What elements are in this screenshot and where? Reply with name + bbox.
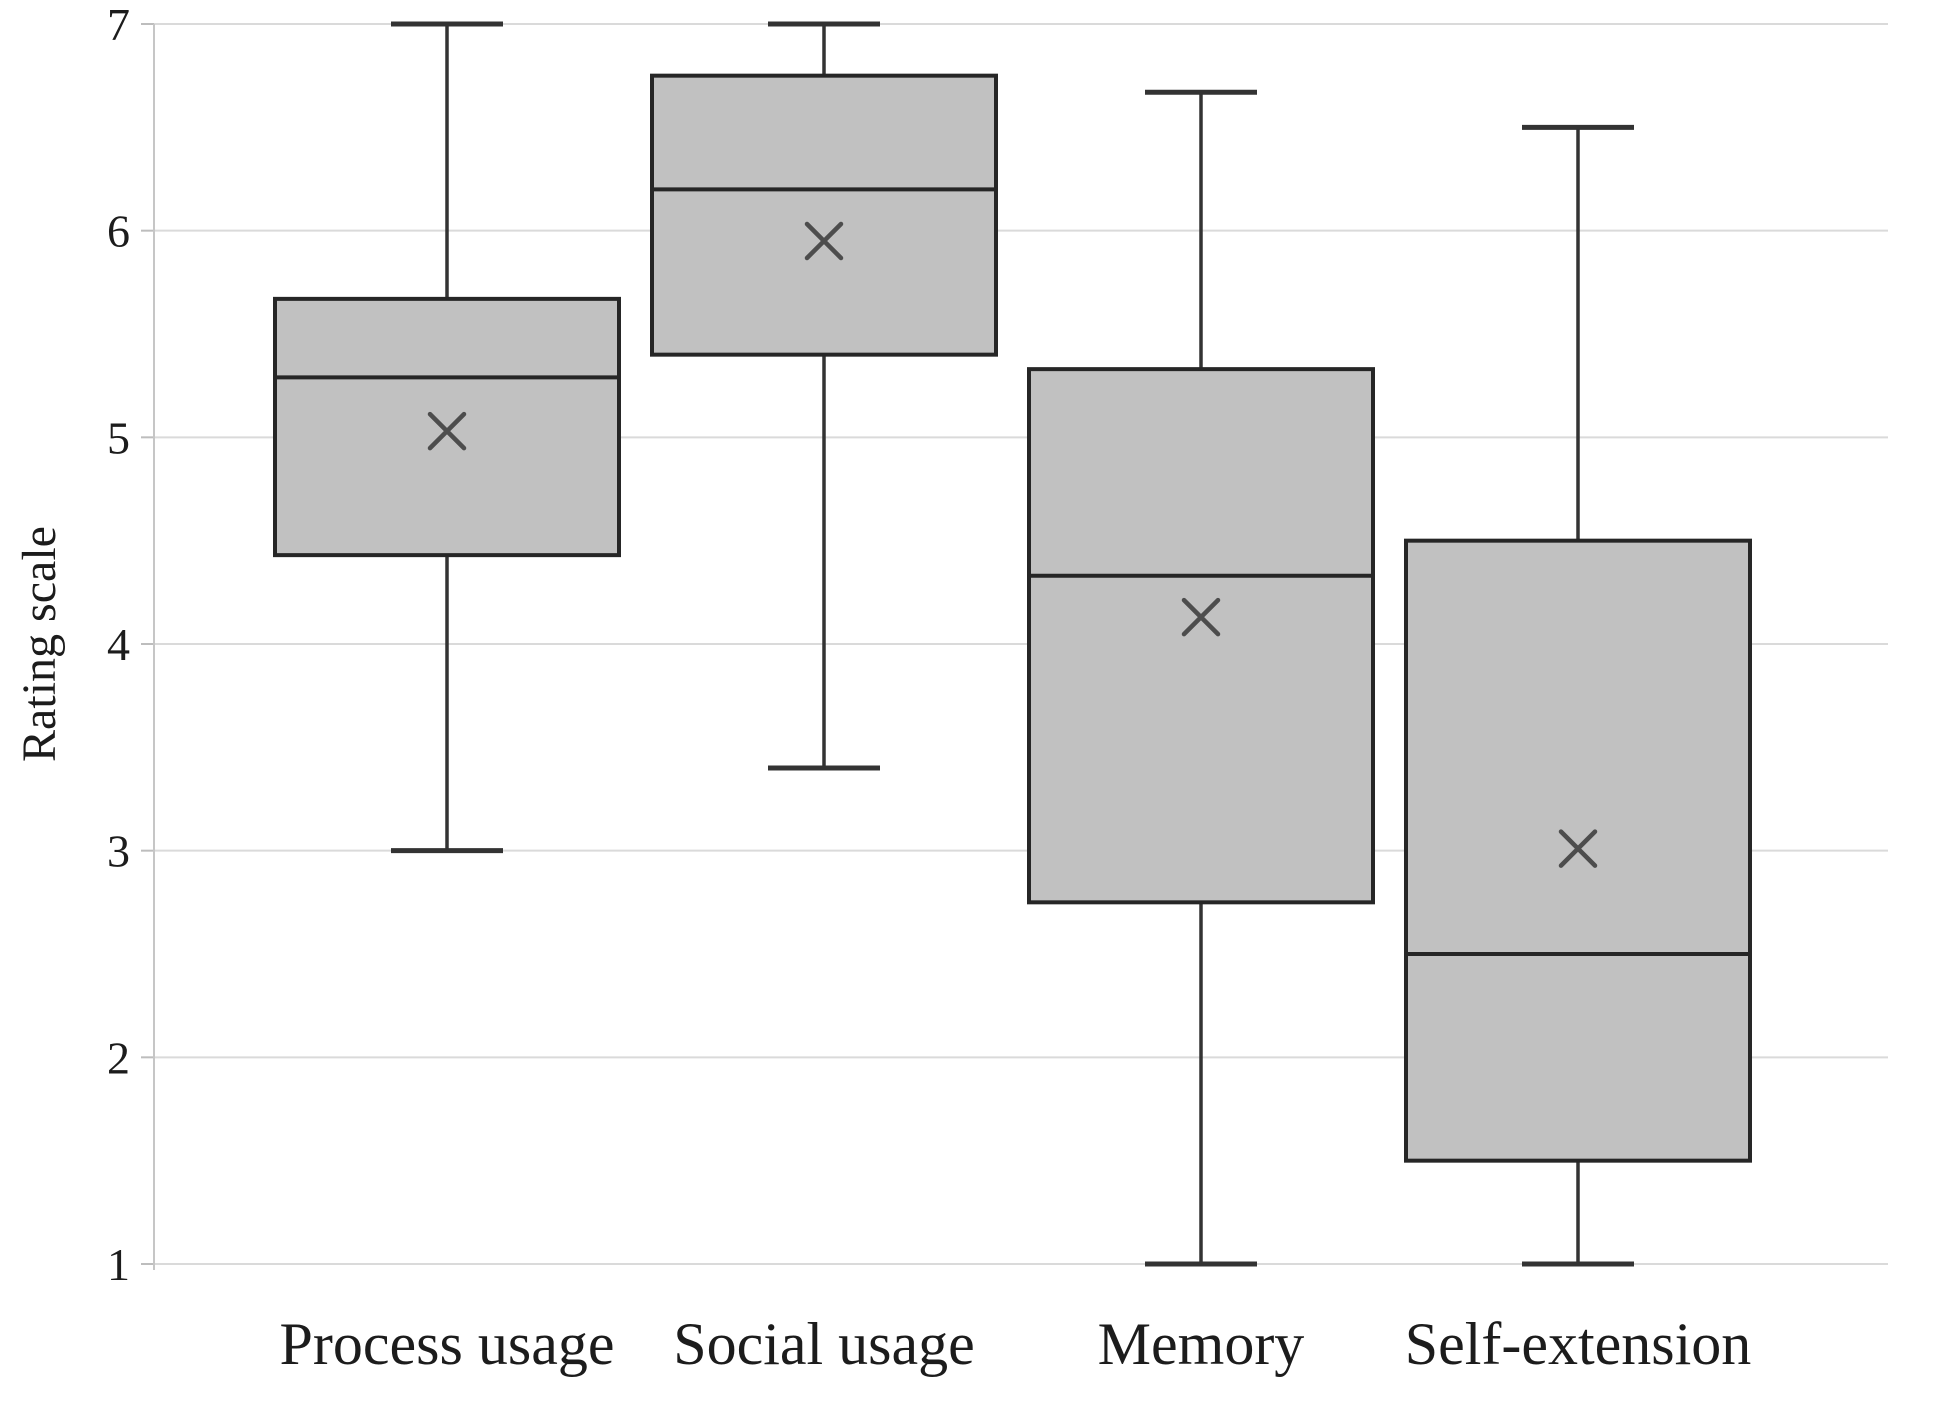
box-social-usage xyxy=(650,21,998,771)
y-tick-label-3: 3 xyxy=(107,826,130,877)
axes-group xyxy=(141,23,155,1270)
y-tick-label-4: 4 xyxy=(107,619,130,670)
iqr-box-process-usage xyxy=(273,296,621,558)
y-tick-label-7: 7 xyxy=(107,0,130,50)
mean-marker-self-extension xyxy=(1558,829,1598,868)
box-memory xyxy=(1027,89,1375,1267)
category-label-memory: Memory xyxy=(1098,1311,1305,1377)
y-tick-label-5: 5 xyxy=(107,412,130,463)
y-axis-title: Rating scale xyxy=(13,526,66,762)
iqr-box-memory xyxy=(1027,367,1375,905)
mean-marker-social-usage xyxy=(804,221,844,261)
y-tick-label-6: 6 xyxy=(107,206,130,257)
boxes-group xyxy=(273,21,1752,1267)
category-label-social-usage: Social usage xyxy=(673,1311,975,1377)
iqr-box-social-usage xyxy=(650,73,998,357)
y-tick-label-1: 1 xyxy=(107,1239,130,1290)
category-label-self-extension: Self-extension xyxy=(1405,1311,1752,1377)
box-self-extension xyxy=(1404,124,1752,1267)
mean-marker-memory xyxy=(1181,597,1221,637)
category-label-process-usage: Process usage xyxy=(280,1311,615,1377)
mean-marker-process-usage xyxy=(427,411,467,451)
box-process-usage xyxy=(273,21,621,854)
y-tick-label-2: 2 xyxy=(107,1032,130,1083)
